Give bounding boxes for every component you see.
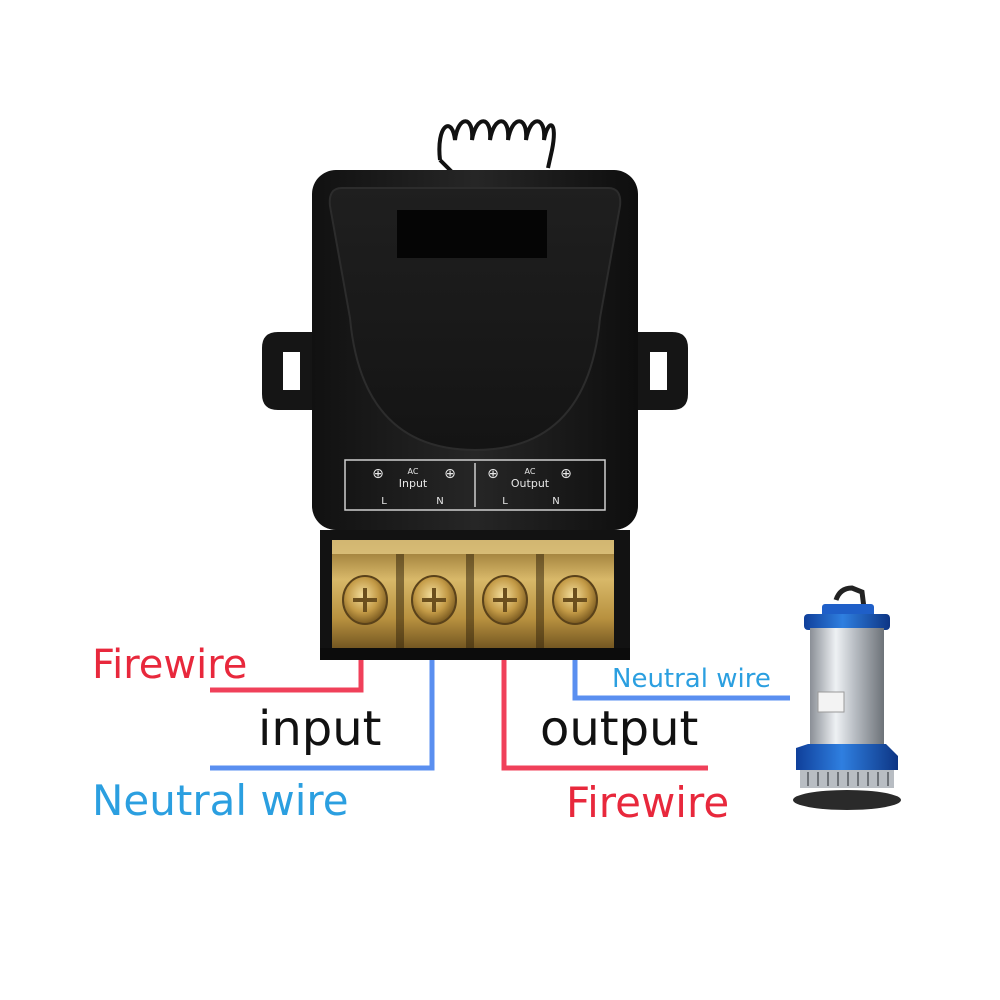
input-title-label: input [258,701,382,757]
right-mount-ear [632,332,688,410]
terminal-symbol-2: ⊕ [444,466,456,482]
output-neutral-line [572,660,790,701]
terminal-block [320,530,630,660]
input-ac-label: AC [408,467,419,476]
input-firewire-line [210,660,364,693]
input-firewire-label: Firewire [92,642,248,688]
output-title-label: output [540,701,699,757]
terminal-symbol-1: ⊕ [372,466,384,482]
input-neutral-label: Neutral wire [92,776,349,825]
submersible-pump-icon [793,585,901,810]
output-neutral-label: Neutral wire [612,664,771,694]
input-l-label: L [381,496,387,507]
input-n-label: N [436,496,443,507]
label-window [397,210,547,258]
terminal-screw-2 [411,575,457,625]
output-group-label: Output [511,477,550,490]
output-firewire-line [501,660,708,771]
terminal-screw-1 [342,575,388,625]
output-ac-label: AC [525,467,536,476]
terminal-symbol-3: ⊕ [487,466,499,482]
input-neutral-line [210,660,435,771]
output-l-label: L [502,496,508,507]
input-group-label: Input [399,477,428,490]
left-mount-ear [262,332,318,410]
terminal-label-panel: ⊕ ⊕ ⊕ ⊕ AC Input L N AC Output L N [344,459,606,511]
terminal-screw-4 [552,575,598,625]
output-n-label: N [552,496,559,507]
coiled-antenna-icon [437,119,556,174]
terminal-screw-3 [482,575,528,625]
output-firewire-label: Firewire [566,778,730,827]
terminal-symbol-4: ⊕ [560,466,572,482]
